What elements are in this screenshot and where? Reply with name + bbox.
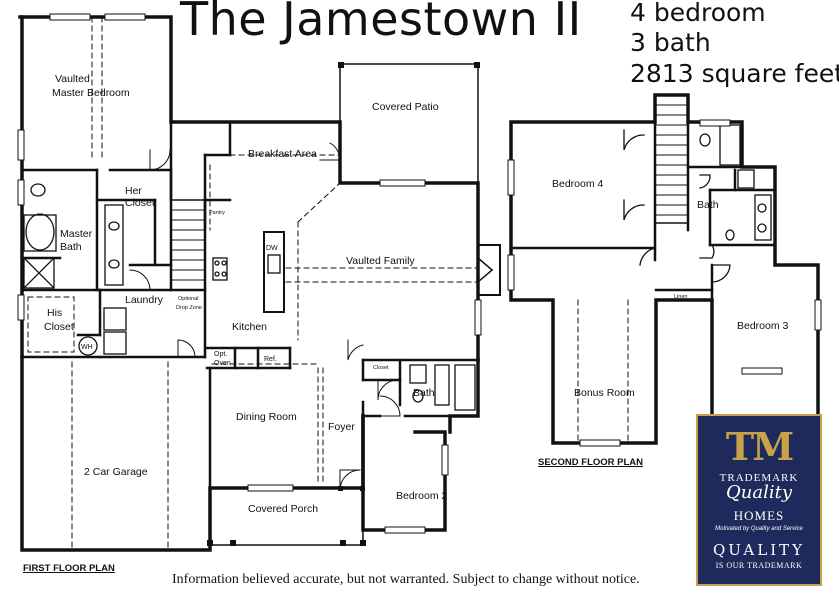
label-dishwasher: DW	[266, 245, 278, 252]
label-linen: Linen	[674, 294, 687, 300]
label-garage: 2 Car Garage	[84, 466, 148, 478]
disclaimer-text: Information believed accurate, but not w…	[172, 572, 640, 587]
logo-homes: HOMES	[733, 508, 785, 523]
label-closet: Closet	[373, 365, 389, 371]
label-oven: Oven	[214, 360, 231, 367]
label-her: Her	[125, 185, 142, 197]
label-master: Master	[60, 228, 93, 240]
label-vaulted-family: Vaulted Family	[346, 255, 415, 267]
label-bedroom-4: Bedroom 4	[552, 178, 604, 190]
second-floor-stairs	[654, 94, 689, 224]
bedroom-count: 4 bedroom	[630, 0, 766, 27]
label-his-closet: Closet	[44, 321, 74, 333]
logo-tag-trademark: IS OUR TRADEMARK	[715, 561, 803, 570]
label-his: His	[47, 307, 62, 319]
label-breakfast-area: Breakfast Area	[248, 148, 317, 160]
second-floor-interior-walls	[509, 120, 777, 302]
label-drop-zone: Drop Zone	[176, 305, 202, 311]
label-laundry: Laundry	[125, 294, 164, 306]
label-vaulted: Vaulted	[55, 73, 90, 85]
square-footage: 2813 square feet	[630, 59, 839, 88]
first-floor-stairs	[170, 199, 206, 291]
label-bedroom-3: Bedroom 3	[737, 320, 789, 332]
logo-motto: Motivated by Quality and Service	[715, 526, 803, 532]
label-dining-room: Dining Room	[236, 411, 297, 423]
second-floor-exterior-walls	[509, 93, 820, 445]
logo-script: Quality	[726, 482, 792, 503]
logo-monogram: TM	[725, 424, 794, 469]
label-opt: Opt.	[214, 351, 227, 358]
label-bonus-room: Bonus Room	[574, 387, 635, 399]
logo-brand: TRADEMARK	[719, 472, 799, 484]
label-bath-second-floor: Bath	[697, 199, 719, 211]
first-floor-windows	[17, 13, 482, 534]
label-kitchen: Kitchen	[232, 321, 267, 333]
label-covered-patio: Covered Patio	[372, 101, 439, 113]
first-floor-fixtures	[23, 183, 476, 411]
first-floor-posts	[207, 62, 480, 546]
trademark-quality-homes-logo: TM TRADEMARK Quality HOMES Motivated by …	[696, 414, 822, 586]
second-floor-dashed-lines	[577, 299, 629, 441]
bath-count: 3 bath	[630, 28, 711, 57]
label-her-closet: Closet	[125, 197, 155, 209]
label-pantry: Pantry	[209, 210, 225, 216]
first-floor-plan-label: FIRST FLOOR PLAN	[23, 563, 115, 574]
plan-title: The Jamestown II	[180, 0, 582, 46]
second-floor-windows	[507, 119, 822, 447]
label-master-bath: Bath	[60, 241, 82, 253]
label-master-bedroom: Master Bedroom	[52, 87, 130, 99]
label-bedroom-2: Bedroom 2	[396, 490, 448, 502]
label-optional: Optional	[178, 296, 199, 302]
label-bath-first-floor: Bath	[413, 387, 435, 399]
first-floor-door-swings	[129, 142, 401, 491]
label-foyer: Foyer	[328, 421, 355, 433]
label-covered-porch: Covered Porch	[248, 503, 318, 515]
second-floor-plan-label: SECOND FLOOR PLAN	[538, 457, 644, 468]
logo-tag-quality: QUALITY	[712, 541, 806, 559]
label-water-heater: WH	[81, 344, 93, 351]
first-floor-room-labels: Vaulted Master Bedroom Her Closet Master…	[44, 73, 448, 515]
label-refrigerator: Ref.	[264, 356, 277, 363]
second-floor-room-labels: Bedroom 4 Bath Linen Bedroom 3 Bonus Roo…	[552, 178, 789, 399]
